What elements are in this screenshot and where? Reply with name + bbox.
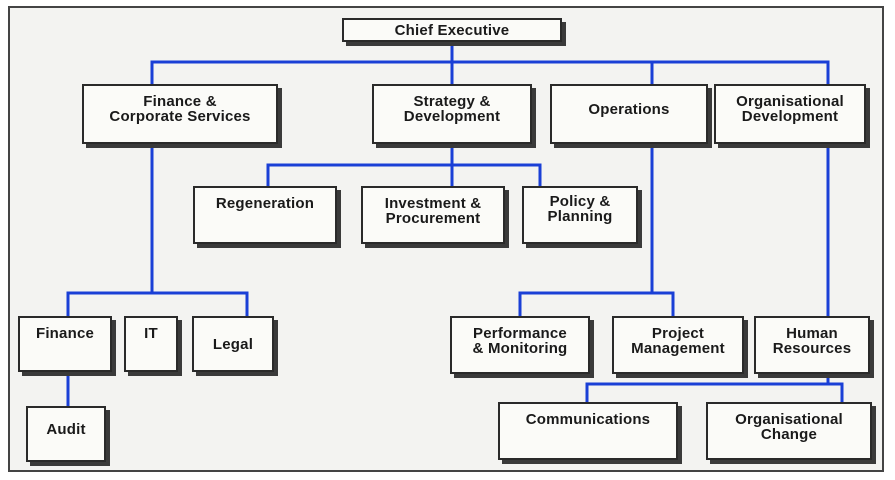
node-it: IT [124, 316, 178, 372]
node-human-resources: Human Resources [754, 316, 870, 374]
node-audit: Audit [26, 406, 106, 462]
node-communications: Communications [498, 402, 678, 460]
node-organisational-development: Organisational Development [714, 84, 866, 144]
node-regeneration: Regeneration [193, 186, 337, 244]
node-finance: Finance [18, 316, 112, 372]
node-strategy-development: Strategy & Development [372, 84, 532, 144]
node-operations: Operations [550, 84, 708, 144]
node-finance-corporate-services: Finance & Corporate Services [82, 84, 278, 144]
node-chief-executive: Chief Executive [342, 18, 562, 42]
node-project-management: Project Management [612, 316, 744, 374]
node-policy-planning: Policy & Planning [522, 186, 638, 244]
node-legal: Legal [192, 316, 274, 372]
node-organisational-change: Organisational Change [706, 402, 872, 460]
node-performance-monitoring: Performance & Monitoring [450, 316, 590, 374]
node-investment-procurement: Investment & Procurement [361, 186, 505, 244]
